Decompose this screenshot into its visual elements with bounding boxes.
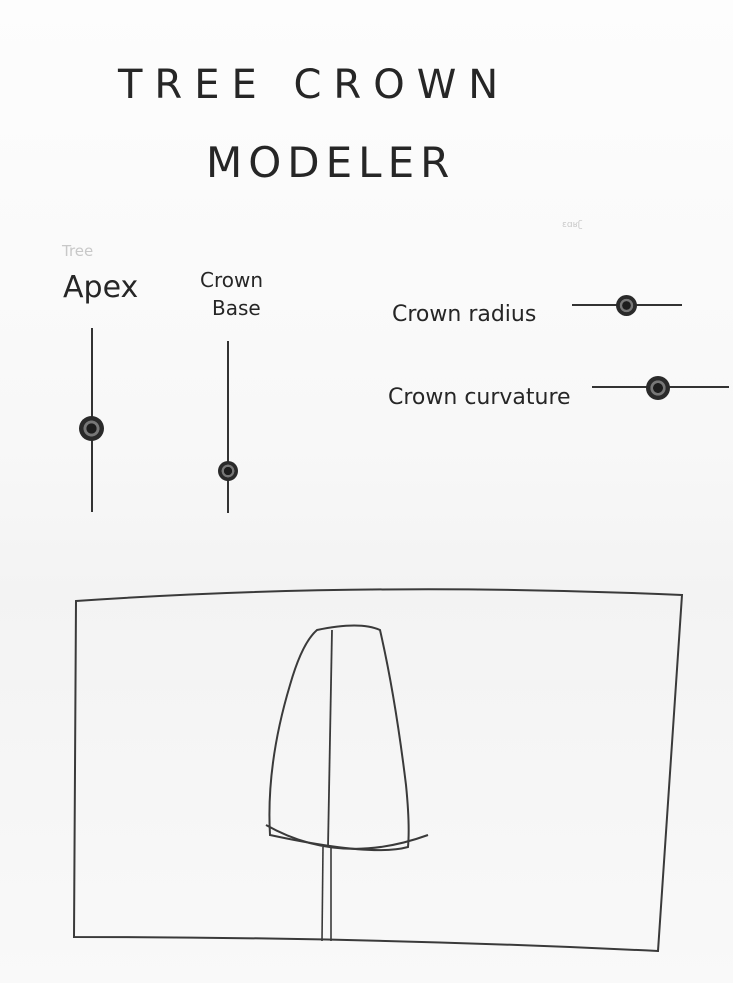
crown-base-slider-track[interactable] — [227, 341, 229, 513]
tree-trunk-left-edge — [321, 846, 324, 942]
crown-base-arc — [265, 824, 429, 850]
crown-apex-axis — [327, 629, 333, 848]
apex-slider-handle[interactable] — [79, 416, 104, 441]
crown-radius-label: Crown radius — [392, 302, 537, 327]
tree-preview-canvas[interactable] — [70, 585, 686, 960]
crown-radius-slider-handle[interactable] — [616, 295, 637, 316]
tree-preview-viewport[interactable] — [70, 585, 686, 960]
viewport-frame — [72, 588, 684, 953]
crown-base-slider-handle[interactable] — [218, 461, 238, 481]
app-title-line-1: TREE CROWN — [118, 62, 511, 108]
crown-base-label-line-1: Crown — [200, 268, 264, 292]
crown-curvature-slider[interactable] — [592, 376, 729, 400]
app-title-line-2: MODELER — [206, 138, 456, 187]
apex-slider[interactable] — [79, 328, 104, 512]
faint-erased-text: Tree — [62, 242, 94, 260]
apex-label: Apex — [63, 270, 139, 305]
crown-curvature-label: Crown curvature — [388, 385, 571, 410]
crown-curvature-slider-handle[interactable] — [646, 376, 670, 400]
crown-base-label-line-2: Base — [212, 296, 261, 320]
faint-corner-mark: ɛɑʁʗ — [562, 220, 583, 230]
crown-base-slider[interactable] — [218, 341, 238, 513]
crown-radius-slider[interactable] — [572, 295, 682, 316]
tree-crown-outline — [268, 624, 410, 852]
